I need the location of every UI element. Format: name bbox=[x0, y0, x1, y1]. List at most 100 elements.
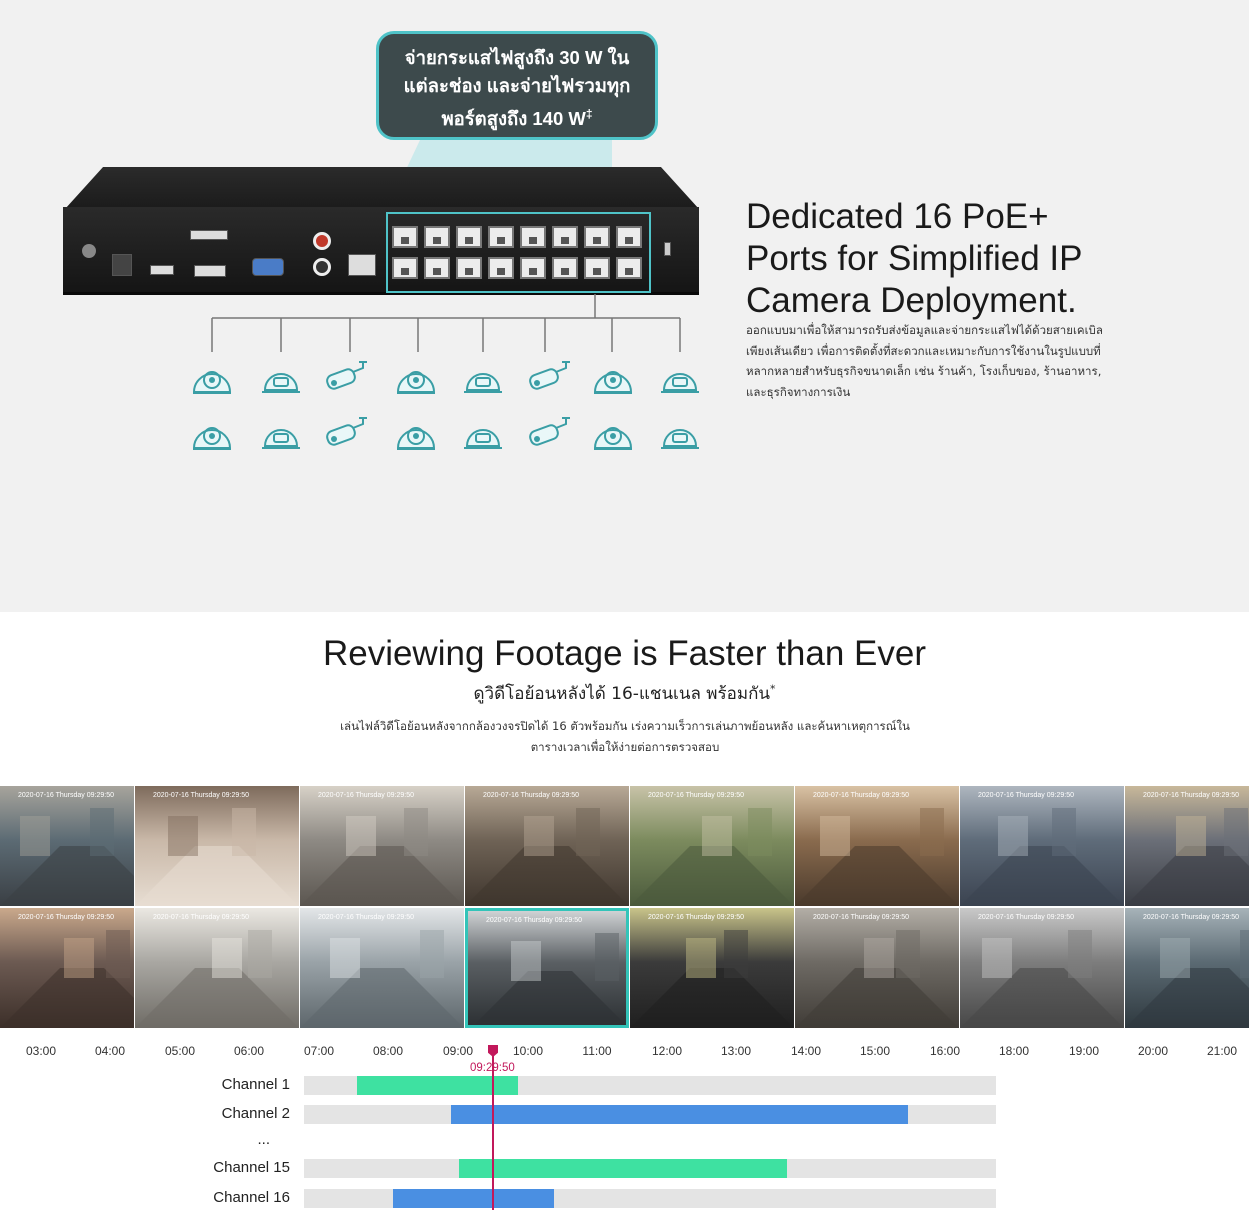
camera-feed-tile[interactable]: 2020-07-16 Thursday 09:29:50 bbox=[300, 786, 464, 906]
dome-camera-icon bbox=[591, 358, 635, 398]
subtitle-footnote-mark: * bbox=[769, 682, 776, 696]
callout-line-3: พอร์ตสูงถึง 140 W‡ bbox=[441, 107, 593, 130]
bullet-camera-icon bbox=[526, 414, 570, 454]
feed-timestamp: 2020-07-16 Thursday 09:29:50 bbox=[978, 914, 1074, 921]
feed-timestamp: 2020-07-16 Thursday 09:29:50 bbox=[318, 914, 414, 921]
recording-segment[interactable] bbox=[451, 1105, 908, 1124]
camera-feed-tile[interactable]: 2020-07-16 Thursday 09:29:50 bbox=[960, 786, 1124, 906]
camera-feed-tile[interactable]: 2020-07-16 Thursday 09:29:50 bbox=[795, 908, 959, 1028]
camera-feed-tile[interactable]: 2020-07-16 Thursday 09:29:50 bbox=[1125, 908, 1249, 1028]
poe-port-icon bbox=[552, 226, 578, 248]
turret-camera-icon bbox=[658, 414, 702, 454]
usb-port-icon bbox=[150, 265, 174, 275]
poe-port-icon bbox=[392, 226, 418, 248]
feed-timestamp: 2020-07-16 Thursday 09:29:50 bbox=[648, 792, 744, 799]
callout-footnote-mark: ‡ bbox=[585, 107, 593, 121]
bullet-camera-icon bbox=[323, 358, 367, 398]
feed-timestamp: 2020-07-16 Thursday 09:29:50 bbox=[978, 792, 1074, 799]
recording-segment[interactable] bbox=[357, 1076, 518, 1095]
ground-screw-icon bbox=[82, 244, 96, 258]
esata-port-icon bbox=[190, 230, 228, 240]
channel-label: Channel 2 bbox=[221, 1105, 290, 1122]
camera-feed-tile[interactable]: 2020-07-16 Thursday 09:29:50 bbox=[135, 786, 299, 906]
channel-track[interactable] bbox=[304, 1105, 996, 1124]
dome-camera-icon bbox=[190, 414, 234, 454]
playhead-line bbox=[492, 1056, 494, 1210]
timeline-tick-label: 20:00 bbox=[1137, 1044, 1169, 1058]
feed-timestamp: 2020-07-16 Thursday 09:29:50 bbox=[648, 914, 744, 921]
poe-port-icon bbox=[456, 257, 482, 279]
feed-timestamp: 2020-07-16 Thursday 09:29:50 bbox=[18, 914, 114, 921]
timeline-tick-label: 03:00 bbox=[25, 1044, 57, 1058]
poe-port-icon bbox=[520, 257, 546, 279]
playback-title: Reviewing Footage is Faster than Ever bbox=[322, 634, 927, 673]
camera-feed-tile[interactable]: 2020-07-16 Thursday 09:29:50 bbox=[300, 908, 464, 1028]
poe-title: Dedicated 16 PoE+ Ports for Simplified I… bbox=[746, 197, 1083, 320]
poe-port-icon bbox=[616, 257, 642, 279]
camera-feed-tile[interactable]: 2020-07-16 Thursday 09:29:50 bbox=[795, 786, 959, 906]
poe-section: จ่ายกระแสไฟสูงถึง 30 W ใน แต่ละช่อง และจ… bbox=[0, 0, 1249, 612]
poe-port-icon bbox=[424, 226, 450, 248]
audio-out-jack-icon bbox=[313, 258, 331, 276]
timeline-tick-label: 08:00 bbox=[372, 1044, 404, 1058]
recording-segment[interactable] bbox=[459, 1159, 787, 1178]
turret-camera-icon bbox=[658, 358, 702, 398]
timeline-tick-label: 05:00 bbox=[164, 1044, 196, 1058]
timeline-tick-label: 11:00 bbox=[582, 1044, 612, 1058]
camera-feed-tile[interactable]: 2020-07-16 Thursday 09:29:50 bbox=[1125, 786, 1249, 906]
timeline-tick-label: 15:00 bbox=[859, 1044, 891, 1058]
channel-track[interactable] bbox=[304, 1159, 996, 1178]
nvr-front-panel bbox=[63, 207, 699, 295]
feed-timestamp: 2020-07-16 Thursday 09:29:50 bbox=[813, 914, 909, 921]
poe-port-icon bbox=[424, 257, 450, 279]
callout-line-2: แต่ละช่อง และจ่ายไฟรวมทุก bbox=[403, 75, 631, 96]
callout-line-1: จ่ายกระแสไฟสูงถึง 30 W ใน bbox=[404, 47, 630, 68]
camera-feed-tile[interactable]: 2020-07-16 Thursday 09:29:50 bbox=[0, 908, 134, 1028]
recording-segment[interactable] bbox=[393, 1189, 554, 1208]
poe-port-icon bbox=[584, 226, 610, 248]
turret-camera-icon bbox=[461, 358, 505, 398]
dome-camera-icon bbox=[591, 414, 635, 454]
camera-feed-tile[interactable]: 2020-07-16 Thursday 09:29:50 bbox=[465, 786, 629, 906]
camera-feed-tile[interactable]: 2020-07-16 Thursday 09:29:50 bbox=[630, 908, 794, 1028]
camera-feed-tile[interactable]: 2020-07-16 Thursday 09:29:50 bbox=[465, 908, 629, 1028]
feed-timestamp: 2020-07-16 Thursday 09:29:50 bbox=[1143, 792, 1239, 799]
nvr-top-panel bbox=[65, 167, 699, 209]
turret-camera-icon bbox=[259, 358, 303, 398]
dome-camera-icon bbox=[190, 358, 234, 398]
poe-port-icon bbox=[488, 257, 514, 279]
dome-camera-icon bbox=[394, 414, 438, 454]
channel-track[interactable] bbox=[304, 1189, 996, 1208]
playback-description: เล่นไฟล์วิดีโอย้อนหลังจากกล้องวงจรปิดได้… bbox=[340, 719, 910, 754]
audio-in-jack-icon bbox=[313, 232, 331, 250]
channel-label: Channel 16 bbox=[213, 1189, 290, 1206]
vga-port-icon bbox=[252, 258, 284, 276]
camera-feed-tile[interactable]: 2020-07-16 Thursday 09:29:50 bbox=[0, 786, 134, 906]
bullet-camera-icon bbox=[323, 414, 367, 454]
feed-timestamp: 2020-07-16 Thursday 09:29:50 bbox=[318, 792, 414, 799]
feed-timestamp: 2020-07-16 Thursday 09:29:50 bbox=[813, 792, 909, 799]
playhead-marker-icon[interactable] bbox=[488, 1045, 498, 1057]
camera-feed-tile[interactable]: 2020-07-16 Thursday 09:29:50 bbox=[135, 908, 299, 1028]
poe-port-icon bbox=[552, 257, 578, 279]
camera-feed-tile[interactable]: 2020-07-16 Thursday 09:29:50 bbox=[630, 786, 794, 906]
power-callout: จ่ายกระแสไฟสูงถึง 30 W ใน แต่ละช่อง และจ… bbox=[376, 31, 658, 140]
timeline-tick-label: 14:00 bbox=[790, 1044, 822, 1058]
poe-port-block bbox=[386, 212, 651, 293]
poe-port-icon bbox=[456, 226, 482, 248]
playback-subtitle: ดูวิดีโอย้อนหลังได้ 16-แชนเนล พร้อมกัน* bbox=[473, 682, 776, 704]
timeline-tick-label: 10:00 bbox=[512, 1044, 544, 1058]
hdmi-port-icon bbox=[194, 265, 226, 277]
channel-track[interactable] bbox=[304, 1076, 996, 1095]
timeline-tick-label: 07:00 bbox=[303, 1044, 335, 1058]
feed-timestamp: 2020-07-16 Thursday 09:29:50 bbox=[18, 792, 114, 799]
timeline-tick-label: 06:00 bbox=[233, 1044, 265, 1058]
kensington-lock-icon bbox=[664, 242, 671, 256]
camera-feed-tile[interactable]: 2020-07-16 Thursday 09:29:50 bbox=[960, 908, 1124, 1028]
poe-port-icon bbox=[392, 257, 418, 279]
feed-timestamp: 2020-07-16 Thursday 09:29:50 bbox=[153, 792, 249, 799]
turret-camera-icon bbox=[461, 414, 505, 454]
poe-port-icon bbox=[616, 226, 642, 248]
